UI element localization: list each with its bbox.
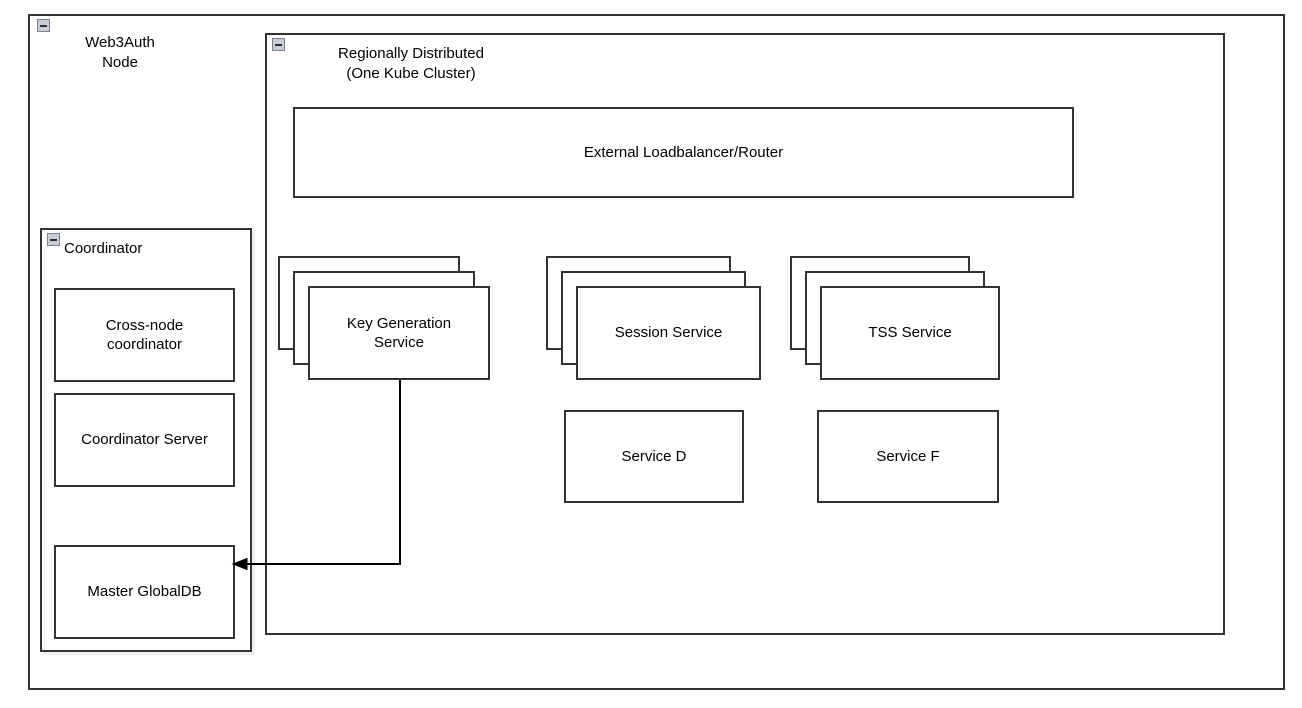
collapse-minus-icon-coordinator[interactable] (47, 233, 60, 246)
collapse-minus-icon-web3auth-node[interactable] (37, 19, 50, 32)
container-label-coordinator: Coordinator (64, 240, 143, 257)
node-service-d[interactable]: Service D (564, 410, 744, 503)
node-key-generation-service-stack[interactable]: Key Generation Service (278, 256, 490, 380)
node-service-f[interactable]: Service F (817, 410, 999, 503)
node-cross-node-coordinator[interactable]: Cross-node coordinator (54, 288, 235, 382)
node-tss-service-stack[interactable]: TSS Service (790, 256, 1000, 380)
node-session-service-stack[interactable]: Session Service (546, 256, 761, 380)
tss-service-layer-front[interactable]: TSS Service (820, 286, 1000, 380)
container-label-web3auth-node: Web3Auth Node (85, 34, 155, 71)
node-external-loadbalancer[interactable]: External Loadbalancer/Router (293, 107, 1074, 198)
key-generation-service-layer-front[interactable]: Key Generation Service (308, 286, 490, 380)
container-label-regionally-distributed: Regionally Distributed (One Kube Cluster… (338, 45, 484, 82)
collapse-minus-icon-regionally-distributed[interactable] (272, 38, 285, 51)
session-service-layer-front[interactable]: Session Service (576, 286, 761, 380)
node-coordinator-server[interactable]: Coordinator Server (54, 393, 235, 487)
node-master-globaldb[interactable]: Master GlobalDB (54, 545, 235, 639)
